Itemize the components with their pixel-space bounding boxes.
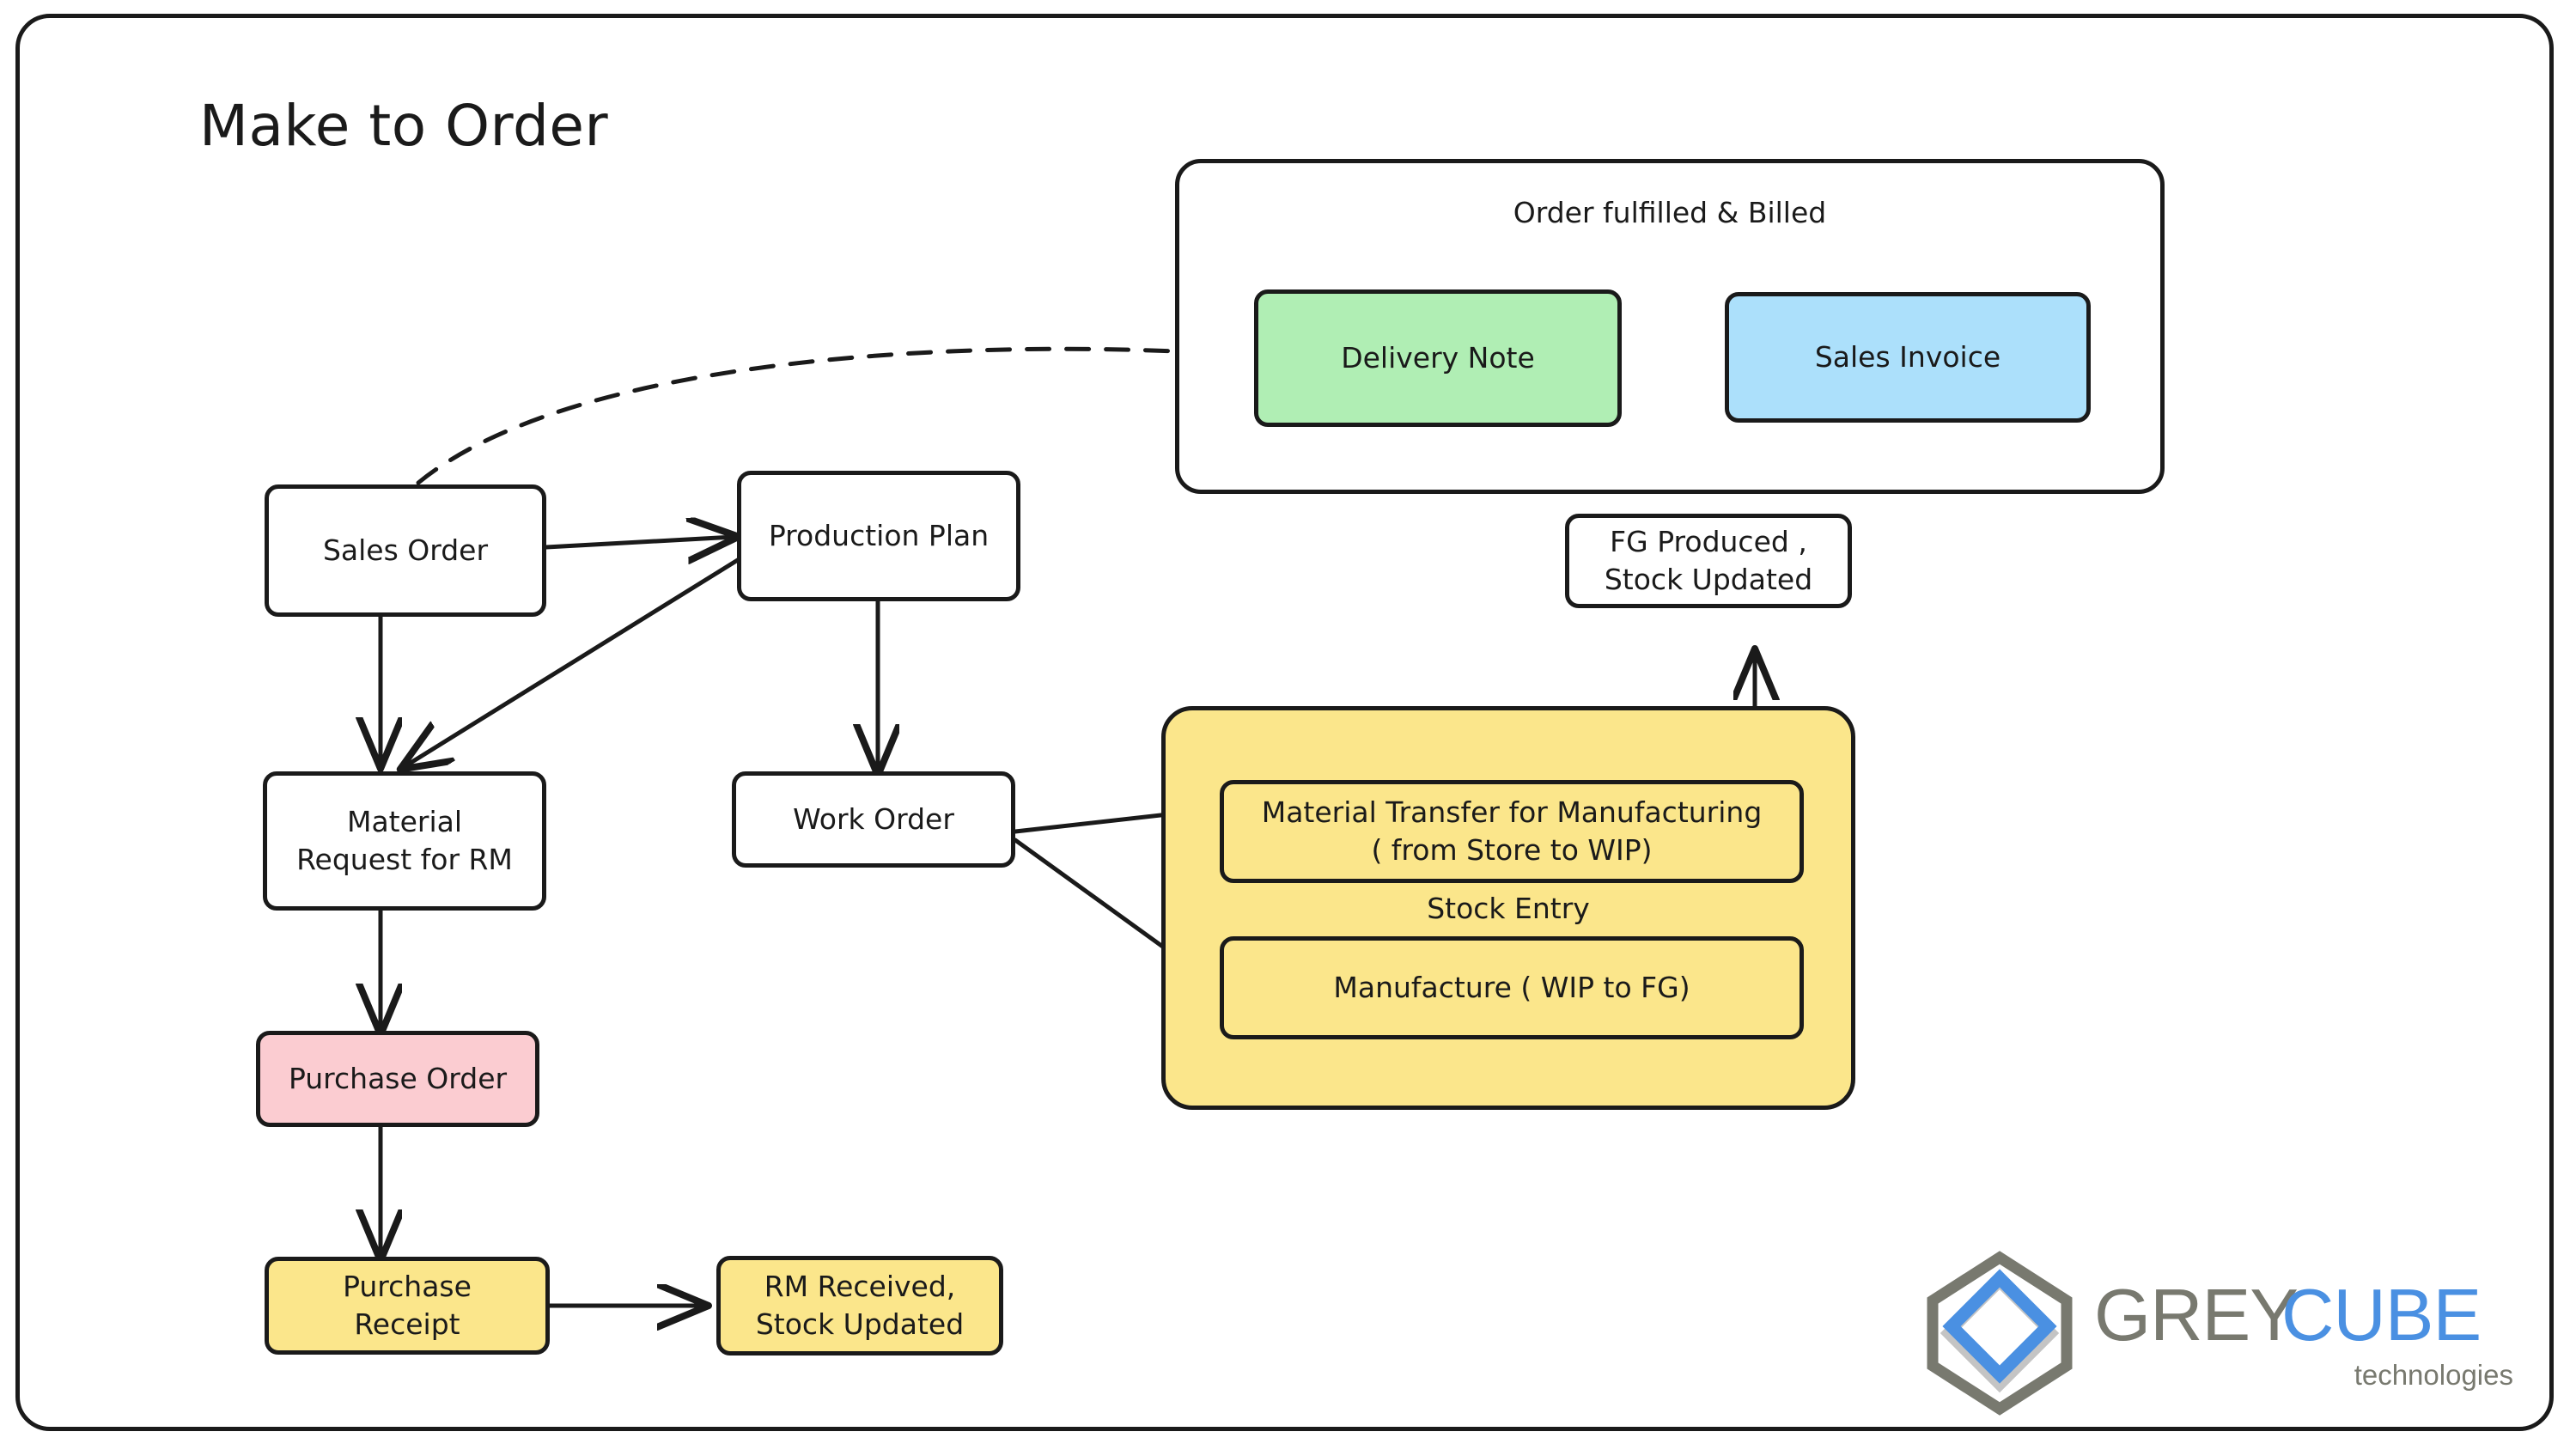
greycube-logo-mark <box>1927 1251 2073 1416</box>
node-material-transfer[interactable]: Material Transfer for Manufacturing ( fr… <box>1220 780 1804 883</box>
node-manufacture[interactable]: Manufacture ( WIP to FG) <box>1220 936 1804 1039</box>
group-order-fulfilled-label: Order fulfilled & Billed <box>1513 196 1827 229</box>
node-material-request[interactable]: Material Request for RM <box>263 771 546 911</box>
node-purchase-order[interactable]: Purchase Order <box>256 1031 539 1127</box>
page-title: Make to Order <box>199 93 609 159</box>
node-work-order[interactable]: Work Order <box>732 771 1015 868</box>
node-sales-invoice[interactable]: Sales Invoice <box>1725 292 2091 423</box>
node-sales-order[interactable]: Sales Order <box>265 484 546 617</box>
group-stock-entry-label: Stock Entry <box>1427 892 1590 925</box>
node-rm-received[interactable]: RM Received, Stock Updated <box>716 1256 1003 1355</box>
logo-word-grey: GREY <box>2094 1275 2298 1356</box>
logo-word-blue: CUBE <box>2281 1275 2481 1356</box>
logo-tagline: technologies <box>2354 1359 2513 1391</box>
node-purchase-receipt[interactable]: Purchase Receipt <box>265 1257 550 1355</box>
greycube-logo-text: GREY CUBE technologies <box>2094 1275 2513 1391</box>
greycube-logo: GREY CUBE technologies <box>1914 1247 2515 1432</box>
node-delivery-note[interactable]: Delivery Note <box>1254 289 1622 427</box>
node-production-plan[interactable]: Production Plan <box>737 471 1020 601</box>
group-stock-entry <box>1161 706 1855 1110</box>
node-fg-produced[interactable]: FG Produced , Stock Updated <box>1565 514 1852 608</box>
